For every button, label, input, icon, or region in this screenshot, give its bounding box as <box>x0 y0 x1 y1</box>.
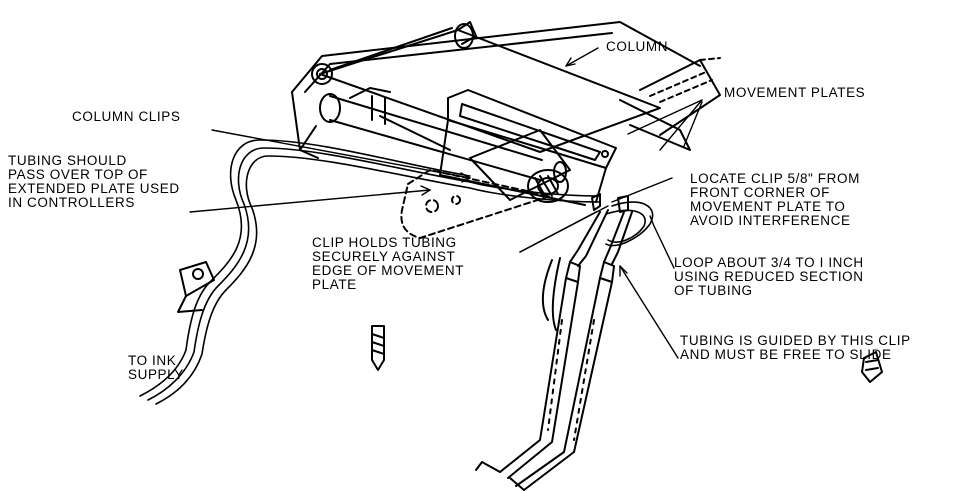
ink-tubing <box>140 140 600 404</box>
label-guided-clip: TUBING IS GUIDED BY THIS CLIP AND MUST B… <box>680 333 911 362</box>
tubing-loop <box>606 202 653 246</box>
drum-roller <box>470 130 570 202</box>
pen-arms <box>476 194 632 490</box>
label-clip-holds: CLIP HOLDS TUBING SECURELY AGAINST EDGE … <box>312 235 465 292</box>
label-column: COLUMN <box>606 39 669 54</box>
small-clip-detail-left <box>372 326 384 370</box>
label-tubing-over-plate: TUBING SHOULD PASS OVER TOP OF EXTENDED … <box>8 153 180 210</box>
extended-plate <box>401 170 550 238</box>
column-rods <box>312 22 660 180</box>
label-loop: LOOP ABOUT 3/4 TO I INCH USING REDUCED S… <box>674 255 864 298</box>
small-clip-detail-right <box>862 352 882 382</box>
label-movement-plates: MOVEMENT PLATES <box>724 85 866 100</box>
tubing-clip-bracket <box>178 262 214 312</box>
leader-lines <box>190 48 702 358</box>
label-column-clips: COLUMN CLIPS <box>72 109 181 124</box>
label-locate-clip: LOCATE CLIP 5/8" FROM FRONT CORNER OF MO… <box>690 171 860 228</box>
label-to-ink-supply: TO INK SUPPLY <box>128 353 184 382</box>
